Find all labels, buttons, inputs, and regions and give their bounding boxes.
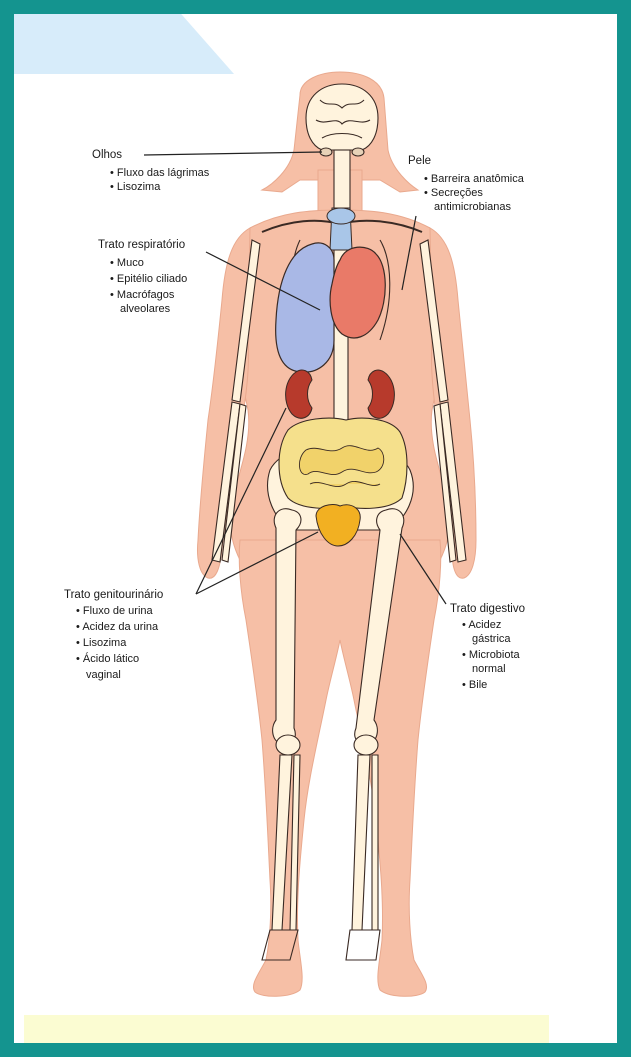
label-respiratory: Trato respiratório • Muco • Epitélio cil… [98,239,187,315]
label-respiratory-item-1: • Muco [110,257,144,269]
label-digestive-title: Trato digestivo [450,603,525,615]
label-digestive-item-3: • Bile [462,679,487,691]
label-genitourinary-item-1: • Fluxo de urina [76,605,154,617]
label-skin-item-2b: antimicrobianas [434,201,512,213]
label-digestive-item-1: • Acidez [462,619,501,631]
label-digestive: Trato digestivo • Acidez gástrica • Micr… [450,603,525,691]
label-skin: Pele • Barreira anatômica • Secreções an… [408,155,525,213]
brain [306,84,378,150]
label-skin-title: Pele [408,155,431,167]
label-eyes-item-1: • Fluxo das lágrimas [110,167,210,179]
label-skin-item-2: • Secreções [424,187,483,199]
label-respiratory-item-3b: alveolares [120,303,171,315]
label-eyes-item-2: • Lisozima [110,181,161,193]
label-respiratory-title: Trato respiratório [98,239,185,251]
label-genitourinary-item-4: • Ácido lático [76,652,139,665]
label-skin-item-1: • Barreira anatômica [424,173,525,185]
label-respiratory-item-3: • Macrófagos [110,289,175,301]
label-genitourinary: Trato genitourinário • Fluxo de urina • … [64,589,163,681]
label-genitourinary-item-2: • Acidez da urina [76,621,159,633]
label-digestive-item-2: • Microbiota [462,649,521,661]
thyroid [327,208,355,224]
label-genitourinary-item-4b: vaginal [86,669,121,681]
label-genitourinary-title: Trato genitourinário [64,589,163,601]
legs [239,540,441,996]
label-eyes-title: Olhos [92,149,122,161]
label-respiratory-item-2: • Epitélio ciliado [110,273,187,285]
label-eyes: Olhos • Fluxo das lágrimas • Lisozima [92,149,210,193]
cervical-spine [334,150,350,210]
label-digestive-item-1b: gástrica [472,633,511,645]
label-genitourinary-item-3: • Lisozima [76,637,127,649]
label-digestive-item-2b: normal [472,663,506,675]
